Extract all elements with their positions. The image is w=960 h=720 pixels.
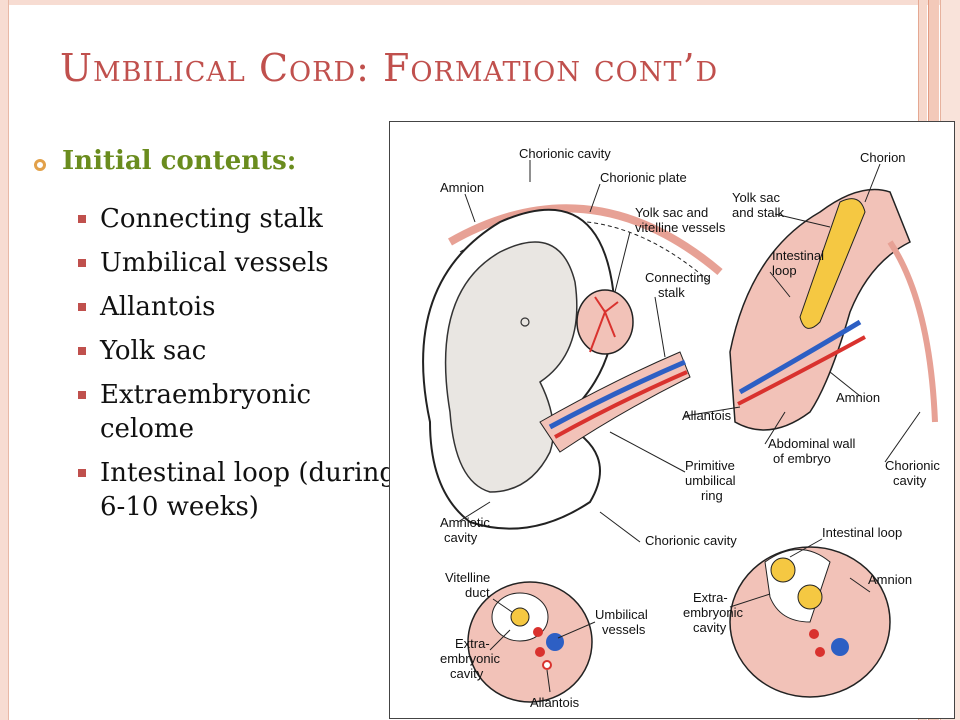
yolk-sac-shape xyxy=(577,290,633,354)
label-yolk-sac-vessels: Yolk sac and xyxy=(635,205,708,220)
bullet-item: Umbilical vessels xyxy=(34,246,394,280)
label-yolk-sac-stalk: and stalk xyxy=(732,205,785,220)
label-allantois: Allantois xyxy=(682,408,732,423)
slide-frame-left xyxy=(0,0,9,720)
label-abdominal-wall: of embryo xyxy=(773,451,831,466)
label-amniotic-cavity: Amniotic xyxy=(440,515,490,530)
intestinal-loop-icon xyxy=(771,558,795,582)
square-bullet-icon xyxy=(78,259,86,267)
bullet-item-text: Intestinal loop (during 6-10 weeks) xyxy=(100,456,400,524)
label-chorion: Chorion xyxy=(860,150,906,165)
label-primitive-ring: Primitive xyxy=(685,458,735,473)
label-extraembryonic-left: cavity xyxy=(450,666,484,681)
label-chorionic-cavity-right: cavity xyxy=(893,473,927,488)
label-amnion-right: Amnion xyxy=(836,390,880,405)
square-bullet-icon xyxy=(78,303,86,311)
umbilical-cord-diagram: Chorionic cavity Chorionic plate Amnion … xyxy=(389,121,955,719)
bullet-item: Intestinal loop (during 6-10 weeks) xyxy=(34,456,394,524)
umbilical-artery-right-icon xyxy=(815,647,825,657)
label-extraembryonic-right: Extra- xyxy=(693,590,728,605)
square-bullet-icon xyxy=(78,391,86,399)
umbilical-vein-left-icon xyxy=(546,633,564,651)
allantois-left-icon xyxy=(543,661,551,669)
label-intestinal-loop-bottom: Intestinal loop xyxy=(822,525,902,540)
square-bullet-icon xyxy=(78,469,86,477)
label-abdominal-wall: Abdominal wall xyxy=(768,436,856,451)
label-primitive-ring: umbilical xyxy=(685,473,736,488)
label-chorionic-plate: Chorionic plate xyxy=(600,170,687,185)
bullet-item-text: Connecting stalk xyxy=(100,202,400,236)
bullet-item: Allantois xyxy=(34,290,394,324)
label-intestinal-loop: loop xyxy=(772,263,797,278)
label-extraembryonic-left: Extra- xyxy=(455,636,490,651)
label-amnion: Amnion xyxy=(440,180,484,195)
umbilical-artery-right-icon xyxy=(809,629,819,639)
bullet-item: Connecting stalk xyxy=(34,202,394,236)
bullet-item: Yolk sac xyxy=(34,334,394,368)
intestinal-loop-icon xyxy=(798,585,822,609)
label-chorionic-cavity-right: Chorionic xyxy=(885,458,940,473)
bullet-item-text: Extraembryonic celome xyxy=(100,378,400,446)
label-extraembryonic-left: embryonic xyxy=(440,651,500,666)
bullet-item-text: Umbilical vessels xyxy=(100,246,400,280)
label-umbilical-vessels: Umbilical xyxy=(595,607,648,622)
slide-title: Umbilical Cord: Formation cont’d xyxy=(60,46,880,90)
label-chorionic-cavity-bottom: Chorionic cavity xyxy=(645,533,737,548)
circle-bullet-icon xyxy=(34,159,46,171)
umbilical-vein-right-icon xyxy=(831,638,849,656)
label-allantois-bottom: Allantois xyxy=(530,695,580,710)
label-yolk-sac-stalk: Yolk sac xyxy=(732,190,780,205)
label-connecting-stalk: Connecting xyxy=(645,270,711,285)
bullet-item: Extraembryonic celome xyxy=(34,378,394,446)
diagram-svg: Chorionic cavity Chorionic plate Amnion … xyxy=(390,122,956,720)
bullet-item-text: Yolk sac xyxy=(100,334,400,368)
umbilical-artery-left-icon xyxy=(535,647,545,657)
label-extraembryonic-right: embryonic xyxy=(683,605,743,620)
label-amniotic-cavity: cavity xyxy=(444,530,478,545)
vitelline-duct-shape xyxy=(511,608,529,626)
label-extraembryonic-right: cavity xyxy=(693,620,727,635)
chorionic-cavity-right-shape xyxy=(890,242,935,422)
bullet-item-text: Allantois xyxy=(100,290,400,324)
square-bullet-icon xyxy=(78,347,86,355)
label-primitive-ring: ring xyxy=(701,488,723,503)
label-chorionic-cavity: Chorionic cavity xyxy=(519,146,611,161)
label-intestinal-loop: Intestinal xyxy=(772,248,824,263)
slide-frame-top xyxy=(0,0,960,5)
bullet-heading-text: Initial contents: xyxy=(62,146,296,176)
label-yolk-sac-vessels: vitelline vessels xyxy=(635,220,726,235)
bullet-list: Initial contents: Connecting stalk Umbil… xyxy=(34,146,394,524)
umbilical-artery-left-icon xyxy=(533,627,543,637)
label-umbilical-vessels: vessels xyxy=(602,622,646,637)
label-vitelline-duct: Vitelline xyxy=(445,570,490,585)
label-connecting-stalk: stalk xyxy=(658,285,685,300)
square-bullet-icon xyxy=(78,215,86,223)
label-amnion-bottom: Amnion xyxy=(868,572,912,587)
bullet-heading: Initial contents: xyxy=(34,146,394,192)
label-vitelline-duct: duct xyxy=(465,585,490,600)
